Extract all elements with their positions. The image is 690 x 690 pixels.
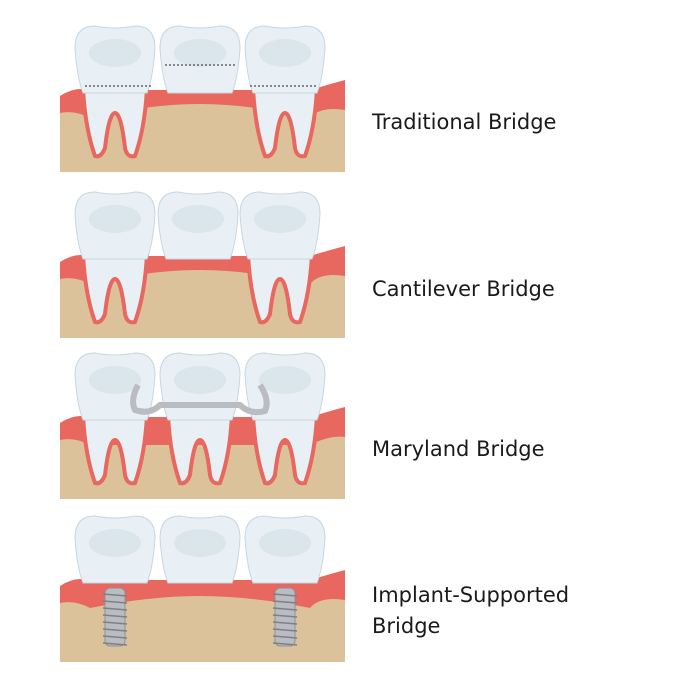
abutment-tooth-root — [245, 252, 315, 325]
label-line-1: Implant-Supported — [372, 583, 570, 607]
implant-left-thread — [102, 607, 128, 611]
crown-right — [244, 515, 326, 584]
abutment-tooth-right-root — [250, 86, 320, 159]
abutment-tooth-left-root — [80, 86, 150, 159]
implant-supported-bridge-illustration — [60, 515, 345, 662]
tooth-left-root — [80, 413, 150, 486]
tooth-right-root — [250, 413, 320, 486]
implant-supported-bridge-label: Implant-Supported Bridge — [372, 580, 569, 642]
label-line-2: Bridge — [372, 614, 441, 638]
implant-right-thread — [272, 593, 298, 597]
pontic-tooth-root — [165, 413, 235, 486]
pontic-tooth-shade — [174, 366, 226, 394]
abutment-tooth-left-shade — [89, 39, 141, 67]
implant-right-thread — [272, 607, 298, 611]
pontic-crown-shade — [174, 529, 226, 557]
traditional-bridge-label: Traditional Bridge — [372, 110, 557, 134]
maryland-bridge-label: Maryland Bridge — [372, 437, 545, 461]
abutment-tooth-right-shade — [259, 39, 311, 67]
crown-right-shade — [259, 529, 311, 557]
pontic-crown-shade — [172, 205, 224, 233]
implant-left-thread — [102, 600, 128, 604]
pontic-crown — [159, 515, 241, 584]
implant-left-thread — [102, 614, 128, 618]
crown-left — [74, 515, 156, 584]
implant-left-thread — [102, 593, 128, 597]
tooth-left-shade — [89, 366, 141, 394]
maryland-bridge-illustration — [60, 352, 345, 499]
implant-left-thread — [102, 635, 128, 639]
implant-right-thread — [272, 635, 298, 639]
implant-right-thread — [272, 600, 298, 604]
abutment-tooth-right — [244, 25, 326, 94]
tooth-left-root — [80, 252, 150, 325]
tooth-left — [74, 191, 156, 260]
tooth-right-shade — [259, 366, 311, 394]
implant-right-thread — [272, 614, 298, 618]
implant-right-thread — [272, 628, 298, 632]
abutment-tooth-shade — [254, 205, 306, 233]
cantilever-bridge-illustration — [60, 191, 345, 338]
pontic-crown-shade — [174, 39, 226, 67]
cantilever-bridge-label: Cantilever Bridge — [372, 277, 555, 301]
metal-wing-framework — [130, 383, 270, 416]
abutment-tooth-left — [74, 25, 156, 94]
crown-left-shade — [89, 529, 141, 557]
pontic-crown — [157, 191, 239, 260]
tooth-left-shade — [89, 205, 141, 233]
implant-right-thread — [272, 621, 298, 625]
implant-right-thread — [272, 642, 298, 646]
traditional-bridge-illustration — [60, 25, 345, 172]
implant-left-thread — [102, 621, 128, 625]
abutment-tooth — [239, 191, 321, 260]
gum — [60, 570, 345, 608]
implant-left-thread — [102, 628, 128, 632]
pontic-crown — [159, 25, 241, 94]
implant-left-thread — [102, 642, 128, 646]
